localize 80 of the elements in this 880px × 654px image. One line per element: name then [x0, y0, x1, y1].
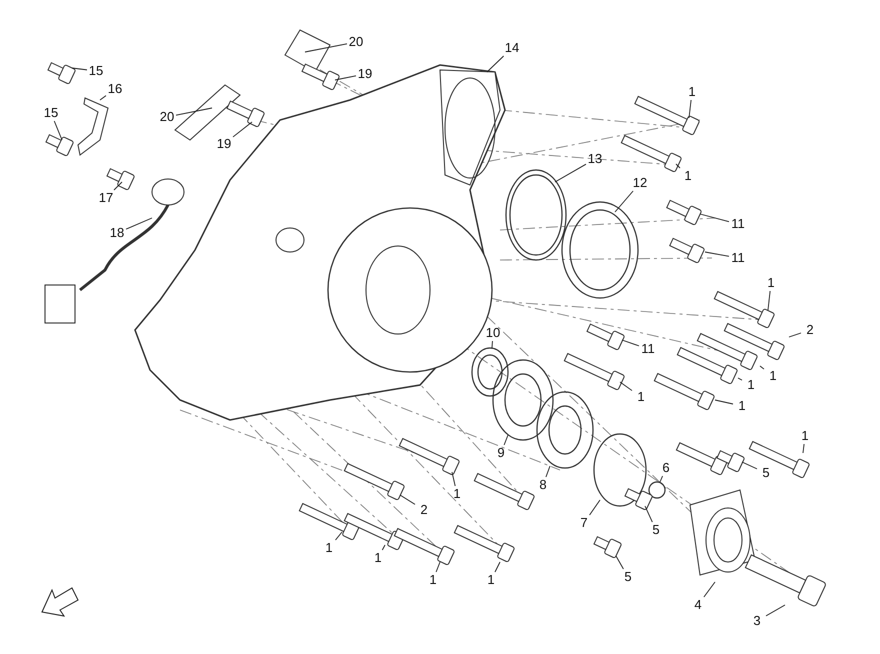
callout-number: 6: [657, 460, 675, 476]
leader-line: [704, 252, 730, 257]
leader-line: [232, 122, 252, 138]
callout-number: 11: [639, 341, 657, 357]
leader-line: [554, 164, 586, 182]
callout-number: 11: [729, 250, 747, 266]
callout-number: 1: [448, 486, 466, 502]
callout-number: 15: [42, 105, 60, 121]
leader-line: [492, 340, 493, 348]
leader-line: [703, 582, 716, 598]
leader-line: [676, 164, 680, 168]
leader-line: [768, 290, 771, 310]
callout-number: 3: [748, 613, 766, 629]
leader-line: [738, 378, 742, 381]
leader-line: [494, 562, 500, 572]
leader-line: [452, 472, 456, 486]
leader-line: [714, 400, 734, 404]
leader-line: [742, 462, 758, 470]
leader-line: [334, 75, 356, 80]
leader-line: [688, 100, 692, 118]
callout-number: 5: [647, 522, 665, 538]
callout-number: 1: [762, 275, 780, 291]
callout-number: 11: [729, 216, 747, 232]
callout-number: 2: [801, 322, 819, 338]
leader-line: [382, 544, 386, 550]
callout-number: 1: [742, 377, 760, 393]
leader-line: [622, 340, 640, 346]
callout-number: 16: [106, 81, 124, 97]
leader-line: [335, 532, 342, 540]
callout-number: 1: [482, 572, 500, 588]
leader-line: [760, 366, 764, 370]
leader-line: [620, 382, 632, 392]
leader-line: [504, 434, 508, 446]
leader-line: [100, 95, 106, 100]
leader-line: [660, 476, 664, 482]
leader-line: [126, 218, 152, 230]
leader-line: [589, 500, 600, 516]
callout-number: 10: [484, 325, 502, 341]
callout-number: 2: [415, 502, 433, 518]
leader-line: [700, 214, 730, 222]
callout-number: 4: [689, 597, 707, 613]
callout-number: 12: [631, 175, 649, 191]
callout-number: 20: [347, 34, 365, 50]
callout-number: 13: [586, 151, 604, 167]
leader-line: [54, 120, 62, 140]
callout-number: 1: [320, 540, 338, 556]
leader-line: [614, 190, 634, 212]
leader-line: [644, 506, 653, 522]
leader-line: [176, 108, 212, 116]
callout-number: 1: [733, 398, 751, 414]
callout-number: 18: [108, 225, 126, 241]
callout-number: 9: [492, 445, 510, 461]
callout-number: 20: [158, 109, 176, 125]
callout-number: 14: [503, 40, 521, 56]
leader-line: [546, 466, 550, 478]
callout-number: 1: [796, 428, 814, 444]
leader-line: [114, 182, 122, 190]
callout-number: 7: [575, 515, 593, 531]
callout-number: 1: [369, 550, 387, 566]
leader-line: [486, 56, 504, 72]
leader-line: [72, 68, 88, 70]
callout-number: 8: [534, 477, 552, 493]
callout-number: 5: [757, 465, 775, 481]
callout-number: 17: [97, 190, 115, 206]
callout-number: 1: [683, 84, 701, 100]
callout-number: 19: [356, 66, 374, 82]
leader-line: [766, 604, 786, 616]
callout-number: 19: [215, 136, 233, 152]
callout-number: 15: [87, 63, 105, 79]
callout-number: 1: [632, 389, 650, 405]
leader-line: [788, 332, 802, 338]
leader-line: [400, 494, 416, 505]
callout-number: 1: [424, 572, 442, 588]
leader-line: [304, 43, 348, 52]
leader-line: [436, 562, 440, 572]
callout-number: 5: [619, 569, 637, 585]
leader-line: [802, 444, 804, 454]
callout-number: 1: [764, 368, 782, 384]
leader-line: [616, 556, 624, 570]
callout-number: 1: [679, 168, 697, 184]
